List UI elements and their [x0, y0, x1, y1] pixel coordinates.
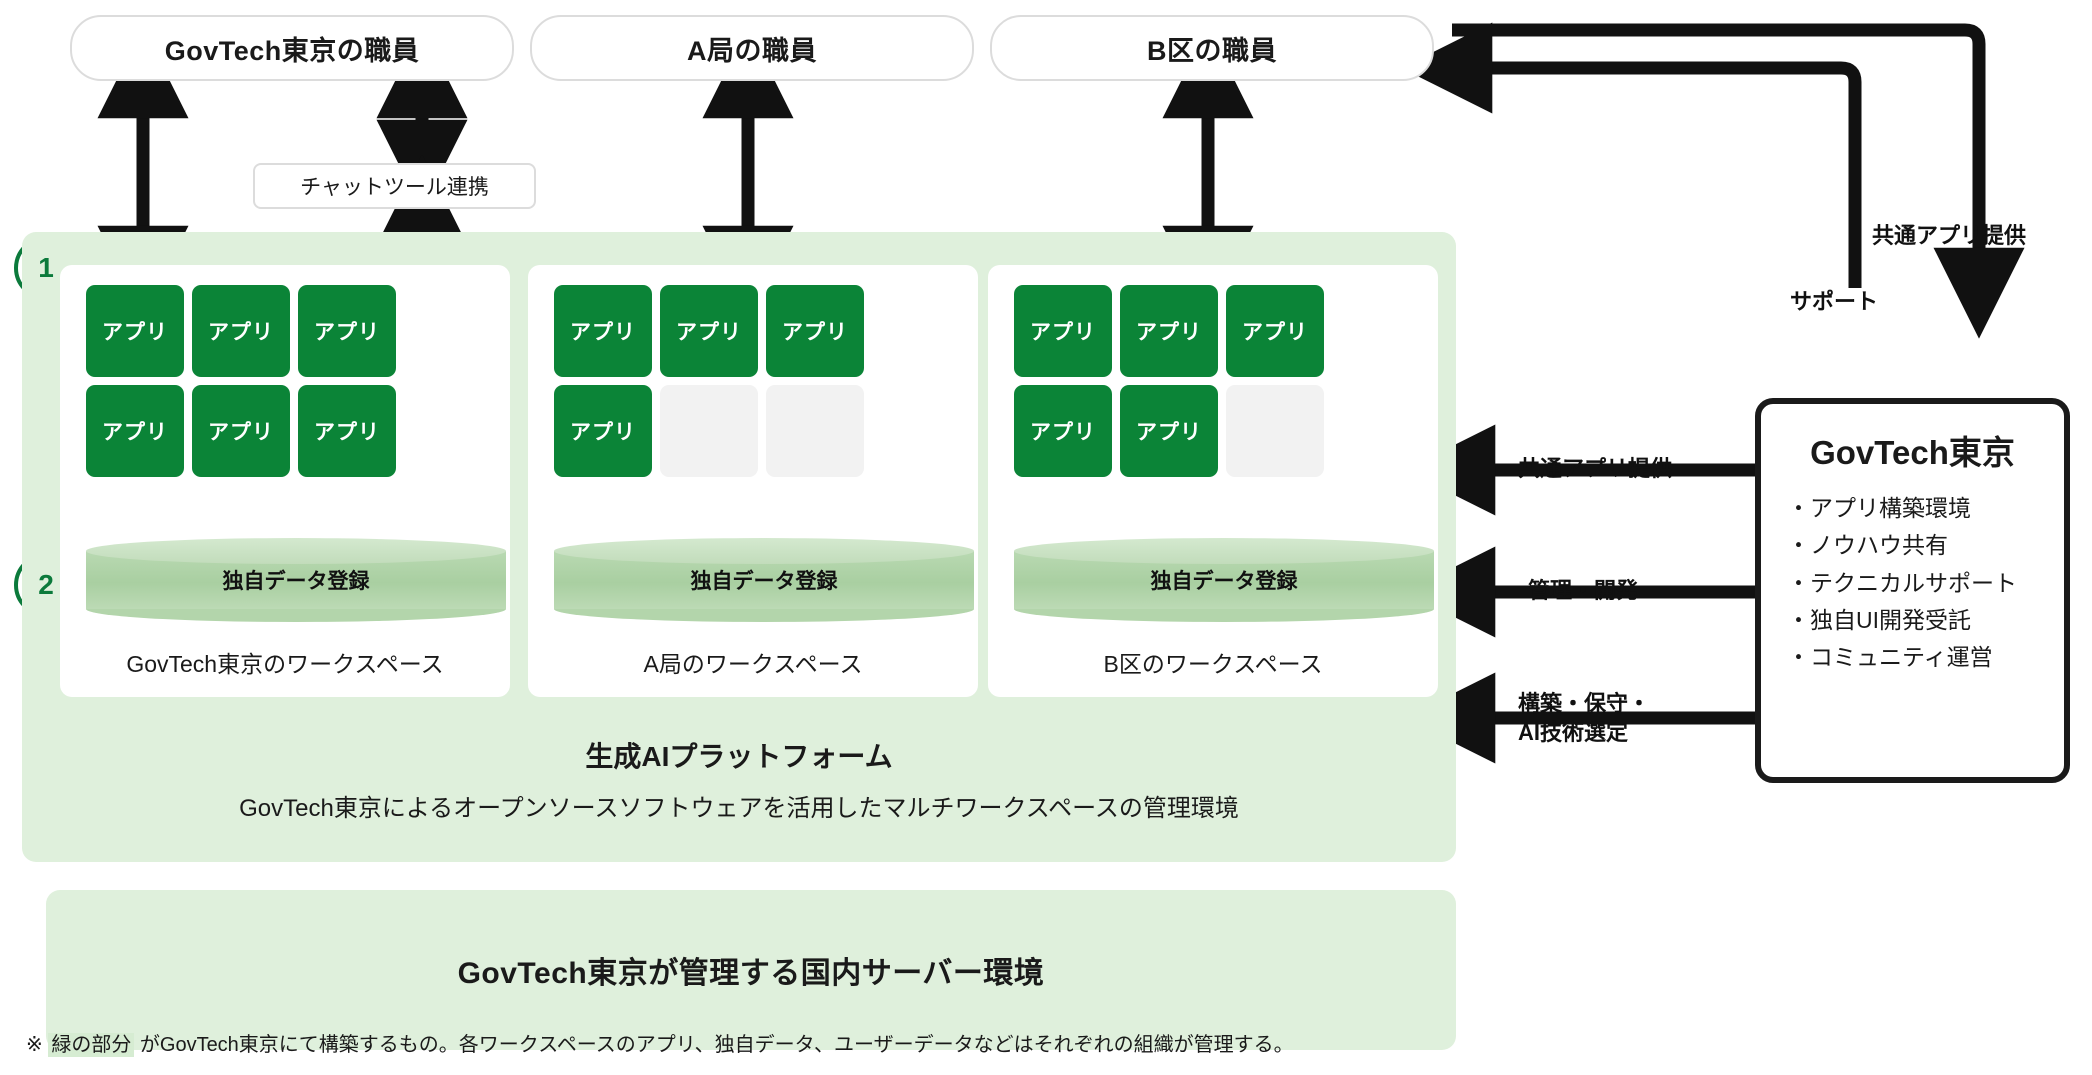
- govtech-service-item: ・アプリ構築環境: [1787, 495, 1971, 521]
- marker-1: 1: [16, 238, 76, 298]
- app-tile[interactable]: アプリ: [554, 285, 652, 377]
- staff-pill-govtech[interactable]: GovTech東京の職員: [70, 15, 514, 81]
- arrow-support-elbow: [1401, 22, 1862, 288]
- chat-tool-label: チャットツール連携: [253, 163, 536, 209]
- edge-label-support: サポート: [1790, 289, 1879, 314]
- app-tile[interactable]: アプリ: [86, 285, 184, 377]
- marker-2: 2: [16, 555, 76, 615]
- app-tile[interactable]: アプリ: [298, 285, 396, 377]
- workspace-database-ward-b: 独自データ登録: [1014, 538, 1434, 622]
- app-tile-label: アプリ: [1242, 321, 1308, 344]
- app-tile-label: アプリ: [208, 321, 274, 344]
- app-tile-label: アプリ: [314, 421, 380, 444]
- govtech-service-item: ・テクニカルサポート: [1787, 569, 2017, 596]
- app-tile-label: アプリ: [1030, 321, 1096, 344]
- govtech-service-item: ・独自UI開発受託: [1787, 606, 1971, 633]
- app-tile[interactable]: アプリ: [1014, 285, 1112, 377]
- marker-1-number: 1: [38, 252, 54, 283]
- staff-pill-label: A局の職員: [687, 35, 817, 66]
- app-tile[interactable]: アプリ: [554, 385, 652, 477]
- app-tile-placeholder: [1226, 385, 1324, 477]
- footnote-mark: ※: [26, 1034, 49, 1056]
- edge-label-common-app-top: 共通アプリ提供: [1872, 223, 2027, 248]
- workspace-database-bureau-a: 独自データ登録: [554, 538, 974, 622]
- server-panel-label: GovTech東京が管理する国内サーバー環境: [457, 957, 1045, 990]
- govtech-tokyo-box: GovTech東京 ・アプリ構築環境 ・ノウハウ共有 ・テクニカルサポート ・独…: [1755, 398, 2070, 783]
- workspace-app-grid-ward-b: アプリ アプリ アプリ アプリ アプリ: [1014, 285, 1324, 477]
- footnote: ※ 緑の部分 がGovTech東京にて構築するもの。各ワークスペースのアプリ、独…: [26, 1028, 1294, 1057]
- app-tile[interactable]: アプリ: [660, 285, 758, 377]
- platform-subtitle: GovTech東京によるオープンソースソフトウェアを活用したマルチワークスペース…: [239, 795, 1239, 822]
- workspace-name-bureau-a: A局のワークスペース: [643, 651, 863, 677]
- database-label: 独自データ登録: [690, 570, 838, 593]
- app-tile-label: アプリ: [782, 321, 848, 344]
- marker-2-number: 2: [38, 569, 54, 600]
- cylinder-top: [1014, 538, 1434, 564]
- app-tile[interactable]: アプリ: [298, 385, 396, 477]
- app-tile-label: アプリ: [102, 321, 168, 344]
- app-tile-label: アプリ: [1030, 421, 1096, 444]
- app-tile[interactable]: アプリ: [766, 285, 864, 377]
- app-tile-label: アプリ: [314, 321, 380, 344]
- workspace-name-govtech: GovTech東京のワークスペース: [126, 651, 444, 677]
- app-tile-label: アプリ: [1136, 421, 1202, 444]
- app-tile[interactable]: アプリ: [1226, 285, 1324, 377]
- app-tile[interactable]: アプリ: [1120, 385, 1218, 477]
- cylinder-top: [554, 538, 974, 564]
- server-panel: GovTech東京が管理する国内サーバー環境: [46, 890, 1456, 1050]
- edge-label-manage-develop: 管理・開発: [1528, 578, 1639, 603]
- database-label: 独自データ登録: [222, 570, 370, 593]
- staff-pill-bureau-a[interactable]: A局の職員: [530, 15, 974, 81]
- footnote-rest: がGovTech東京にて構築するもの。各ワークスペースのアプリ、独自データ、ユー…: [134, 1034, 1294, 1056]
- app-tile-label: アプリ: [570, 421, 636, 444]
- workspace-database-govtech: 独自データ登録: [86, 538, 506, 622]
- app-tile-placeholder: [660, 385, 758, 477]
- app-tile[interactable]: アプリ: [192, 285, 290, 377]
- workspace-app-grid-bureau-a: アプリ アプリ アプリ アプリ: [554, 285, 864, 477]
- staff-pill-label: B区の職員: [1147, 35, 1277, 66]
- app-tile-label: アプリ: [208, 421, 274, 444]
- govtech-box-title: GovTech東京: [1810, 434, 2015, 471]
- app-tile[interactable]: アプリ: [1120, 285, 1218, 377]
- govtech-service-item: ・コミュニティ運営: [1787, 644, 1993, 670]
- staff-pill-label: GovTech東京の職員: [164, 35, 420, 66]
- app-tile-label: アプリ: [676, 321, 742, 344]
- cylinder-top: [86, 538, 506, 564]
- app-tile-label: アプリ: [102, 421, 168, 444]
- workspace-name-ward-b: B区のワークスペース: [1103, 651, 1323, 677]
- govtech-service-list: ・アプリ構築環境 ・ノウハウ共有 ・テクニカルサポート ・独自UI開発受託 ・コ…: [1761, 490, 2064, 676]
- edge-label-common-app-workspace: 共通アプリ提供: [1518, 456, 1673, 481]
- platform-title: 生成AIプラットフォーム: [585, 741, 893, 772]
- app-tile-label: アプリ: [1136, 321, 1202, 344]
- staff-pill-ward-b[interactable]: B区の職員: [990, 15, 1434, 81]
- workspace-app-grid-govtech: アプリ アプリ アプリ アプリ アプリ アプリ: [86, 285, 396, 477]
- database-label: 独自データ登録: [1150, 570, 1298, 593]
- app-tile[interactable]: アプリ: [1014, 385, 1112, 477]
- app-tile[interactable]: アプリ: [86, 385, 184, 477]
- edge-label-build-maintain: 構築・保守・ AI技術選定: [1518, 691, 1651, 745]
- chat-tool-label-text: チャットツール連携: [300, 176, 489, 199]
- app-tile-placeholder: [766, 385, 864, 477]
- app-tile[interactable]: アプリ: [192, 385, 290, 477]
- app-tile-label: アプリ: [570, 321, 636, 344]
- govtech-service-item: ・ノウハウ共有: [1787, 532, 1948, 559]
- footnote-highlight: 緑の部分: [48, 1033, 135, 1057]
